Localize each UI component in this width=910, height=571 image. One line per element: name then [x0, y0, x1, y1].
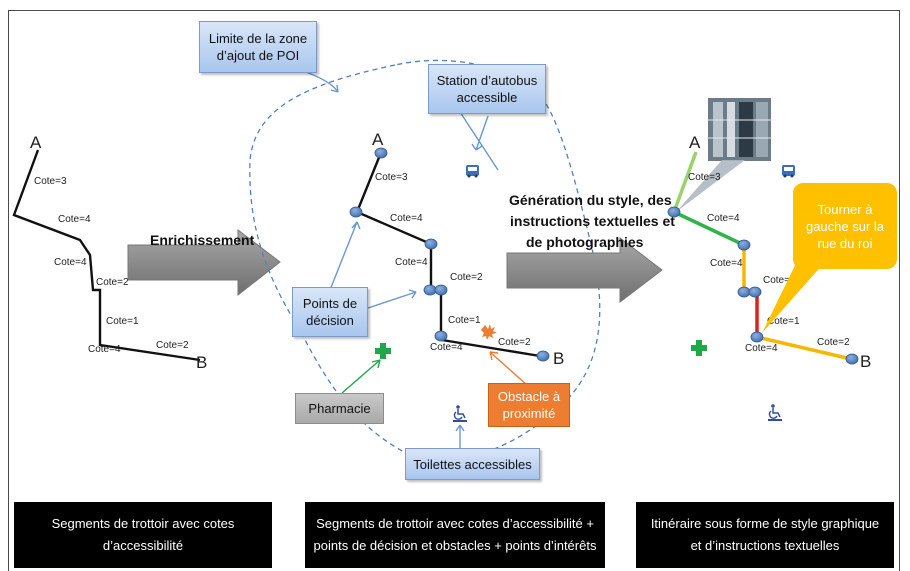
- decision-node: [434, 330, 448, 342]
- panel2-cote-4c: Cote=4: [430, 342, 463, 353]
- poi-zone-callout-line1: Limite de la zone: [208, 31, 308, 46]
- wheelchair-icon: [768, 404, 782, 421]
- route-segment-yellow-end: [756, 335, 852, 361]
- panel2-cote-2b: Cote=2: [498, 337, 531, 348]
- instruction-line3: rue du roi: [817, 235, 873, 251]
- bus-icon: [466, 165, 479, 178]
- pharmacy-callout: Pharmacie: [295, 393, 384, 424]
- route-node: [737, 286, 751, 298]
- panel2-caption-line1: Segments de trottoir avec cotes d’access…: [316, 516, 594, 531]
- panel1-cote-2b: Cote=2: [156, 340, 189, 351]
- poi-zone-callout: Limite de la zone d’ajout de POI: [199, 21, 317, 73]
- panel2-cote-4a: Cote=4: [390, 213, 423, 224]
- panel2-cote-4b: Cote=4: [395, 257, 428, 268]
- panel1-cote-3: Cote=3: [34, 176, 67, 187]
- panel2-cote-3: Cote=3: [375, 172, 408, 183]
- pharmacy-cross-icon: [375, 343, 391, 359]
- generation-arrow-line1: Génération du style, des: [509, 192, 672, 208]
- route-segment-lightgreen: [672, 151, 698, 213]
- obstacle-burst-icon: [481, 324, 497, 340]
- panel3-label-b: B: [860, 352, 871, 371]
- decision-node: [434, 284, 448, 296]
- panel1-label-a: A: [30, 133, 42, 152]
- decision-points-callout-line2: décision: [306, 313, 354, 328]
- panel2-cote-2a: Cote=2: [450, 272, 483, 283]
- generation-arrow-line3: de photographies: [526, 234, 644, 250]
- instruction-line2: gauche sur la: [805, 218, 885, 234]
- panel1-caption-line1: Segments de trottoir avec cotes: [51, 516, 235, 531]
- route-segment-green: [673, 210, 745, 247]
- toilets-callout: Toilettes accessibles: [405, 448, 540, 480]
- panel3-cote-2a: Cote=2: [763, 275, 796, 286]
- instruction-bubble: Tourner à gauche sur la rue du roi: [793, 183, 897, 269]
- route-segment-yellow: [742, 245, 756, 294]
- decision-node: [423, 284, 437, 296]
- pharmacy-cross-icon: [691, 340, 707, 356]
- bus-station-callout-line1: Station d’autobus: [436, 73, 538, 88]
- decision-node: [349, 206, 363, 218]
- wheelchair-icon: [453, 405, 467, 422]
- callout-connectors: [299, 69, 528, 448]
- panel1-caption-line2: d’accessibilité: [102, 538, 184, 553]
- decision-points-callout: Points de décision: [292, 287, 368, 337]
- obstacle-callout-line1: Obstacle à: [497, 389, 561, 404]
- panel1-label-b: B: [196, 353, 207, 372]
- pharmacy-callout-label: Pharmacie: [308, 401, 371, 416]
- panel2-caption-line2: points de décision et obstacles + points…: [313, 538, 597, 553]
- panel3-cote-1: Cote=1: [767, 316, 800, 327]
- panel1-sidewalk-path: [12, 149, 201, 362]
- panel1-cote-2a: Cote=2: [96, 277, 129, 288]
- bus-station-callout: Station d’autobus accessible: [428, 64, 546, 114]
- panel1-cote-4b: Cote=4: [54, 257, 87, 268]
- instruction-line1: Tourner à: [817, 201, 873, 217]
- obstacle-callout-line2: proximité: [502, 406, 556, 421]
- building-photo: [706, 96, 773, 163]
- frame-border: [8, 10, 900, 571]
- panel3-caption-line1: Itinéraire sous forme de style graphique: [650, 516, 880, 531]
- obstacle-callout: Obstacle à proximité: [488, 383, 570, 427]
- route-node: [750, 331, 764, 343]
- panel2-label-a: A: [372, 130, 384, 149]
- photo-pointer: [676, 160, 745, 212]
- panel3-cote-4b: Cote=4: [710, 258, 743, 269]
- panel1-cote-4c: Cote=4: [88, 344, 121, 355]
- panel2-cote-1: Cote=1: [448, 315, 481, 326]
- toilets-callout-label: Toilettes accessibles: [413, 456, 532, 472]
- panel1-caption: Segments de trottoir avec cotes d’access…: [14, 502, 272, 568]
- panel3-caption: Itinéraire sous forme de style graphique…: [636, 502, 894, 568]
- route-node: [748, 286, 762, 298]
- enrichment-arrow: [127, 228, 281, 297]
- route-node: [737, 239, 751, 251]
- panel2-label-b: B: [553, 349, 564, 368]
- panel3-label-a: A: [689, 133, 701, 152]
- bus-station-callout-line2: accessible: [456, 90, 518, 105]
- panel3-cote-4c: Cote=4: [745, 343, 778, 354]
- panel1-cote-1: Cote=1: [106, 316, 139, 327]
- panel2-node-a: [374, 147, 388, 159]
- panel3-cote-3: Cote=3: [688, 172, 721, 183]
- enrichment-arrow-label: Enrichissement: [150, 232, 255, 248]
- panel3-caption-line2: et d’instructions textuelles: [690, 538, 840, 553]
- decision-node: [424, 238, 438, 250]
- poi-zone-callout-line2: d’ajout de POI: [216, 48, 300, 63]
- panel1-cote-4a: Cote=4: [58, 214, 91, 225]
- decision-points-callout-line1: Points de: [302, 296, 358, 311]
- generation-arrow-line2: instructions textuelles et: [510, 213, 675, 229]
- panel3-cote-2b: Cote=2: [817, 337, 850, 348]
- panel3-cote-4a: Cote=4: [707, 213, 740, 224]
- bus-icon: [782, 165, 795, 178]
- route-node: [667, 206, 681, 218]
- generation-arrow: [506, 236, 663, 304]
- panel2-node-b: [536, 350, 550, 362]
- panel2-caption: Segments de trottoir avec cotes d’access…: [305, 502, 605, 568]
- route-node-b: [845, 353, 859, 365]
